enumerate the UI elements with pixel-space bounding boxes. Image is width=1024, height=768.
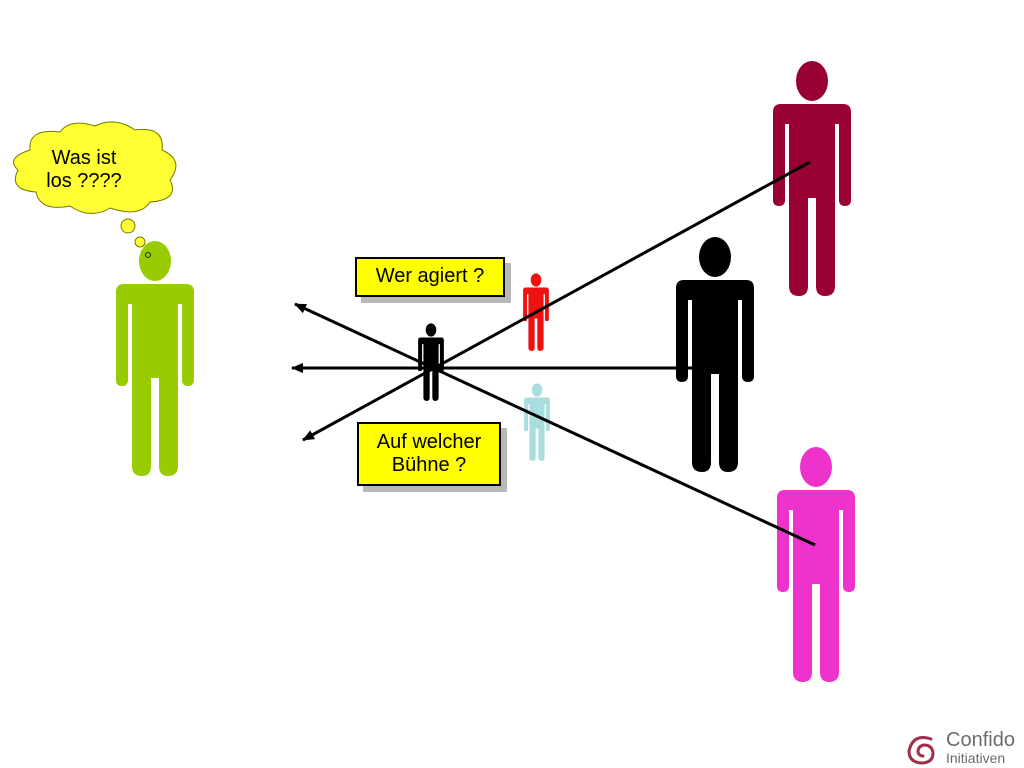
maroon-figure [773,61,851,296]
thought-bubble-text: Was ist los ???? [38,147,130,193]
label-wer-agiert-text: Wer agiert ? [375,265,485,287]
label-wer-agiert: Wer agiert ? [355,257,505,297]
brand-name: Confido [946,729,1015,751]
ray-maroon [302,160,811,442]
magenta-figure [777,447,855,682]
thought-line-1: Was ist [51,147,117,169]
thought-line-2: los ???? [46,170,122,192]
black-figure [676,237,754,472]
observer-eye [145,252,151,258]
observer-figure [116,241,194,476]
thought-bubble [13,121,177,248]
small-lightblue-figure [524,383,550,461]
brand-subtitle: Initiativen [946,750,1006,766]
label-auf-welcher-buehne: Auf welcher Bühne ? [357,422,501,486]
label-buehne-line-1: Auf welcher [376,431,482,453]
brand: Confido Initiativen [906,730,1015,765]
brand-logo-icon [907,736,935,765]
small-black-figure [418,323,444,401]
projection-lines [291,160,816,547]
ray-magenta [294,302,816,547]
label-buehne-line-2: Bühne ? [391,454,467,476]
